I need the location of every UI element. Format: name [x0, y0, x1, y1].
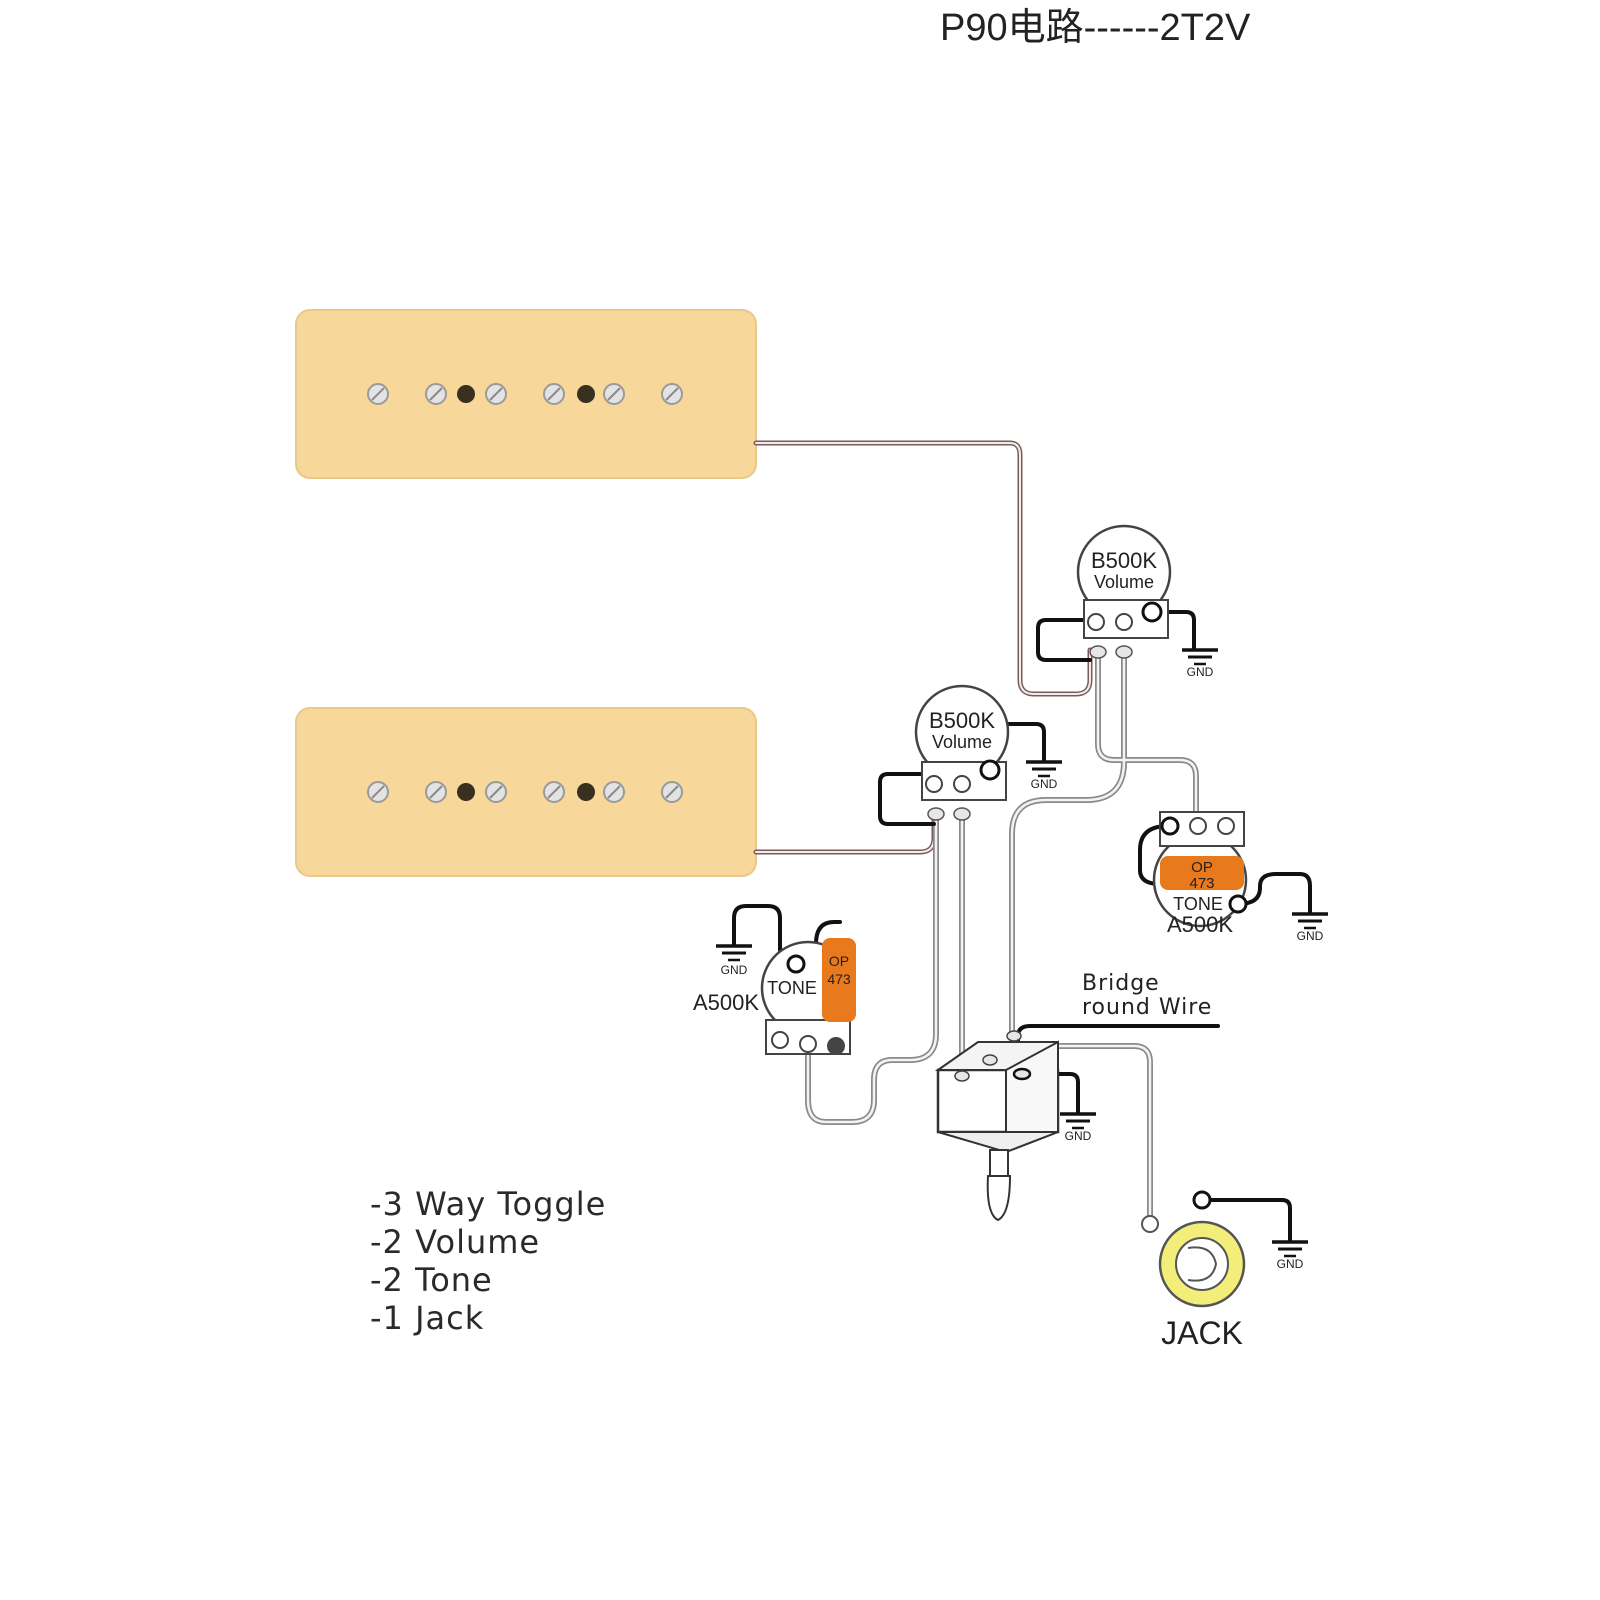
ground-symbol: GND: [1058, 1112, 1098, 1143]
pot-value: B500K: [1091, 548, 1157, 573]
pot-value: A500K: [693, 990, 759, 1015]
gnd-label: GND: [1031, 777, 1058, 791]
pot-value: A500K: [1167, 912, 1233, 937]
pot-name: TONE: [767, 978, 817, 998]
legend-item: -2 Tone: [370, 1261, 493, 1299]
switch-shaft: [989, 1149, 1009, 1177]
ground-symbol: GND: [1290, 912, 1330, 943]
gnd-label: GND: [1277, 1257, 1304, 1271]
pickup-neck-cover: [295, 309, 757, 479]
jack-label: JACK: [1161, 1315, 1243, 1351]
switch-tip: [986, 1175, 1012, 1222]
pole-screw-dark: [457, 783, 475, 801]
pot-name: TONE: [1173, 894, 1223, 914]
pot-name: Volume: [932, 732, 992, 752]
diagram-title: P90电路------2T2V: [940, 7, 1251, 49]
ground-symbol: GND: [714, 944, 754, 977]
pot-value: B500K: [929, 708, 995, 733]
capacitor-brand: OP: [829, 953, 849, 969]
ground-symbol: GND: [1024, 760, 1064, 791]
volume-pot-bridge[interactable]: B500K Volume: [914, 684, 1010, 821]
bridge-label-line1: Bridge: [1082, 971, 1160, 996]
gnd-label: GND: [721, 963, 748, 977]
pole-screw-dark: [577, 783, 595, 801]
legend-item: -2 Volume: [370, 1223, 541, 1261]
volume-pot-neck[interactable]: B500K Volume: [1076, 524, 1172, 659]
signal-wires: [732, 440, 1312, 1242]
capacitor: [822, 938, 856, 1022]
capacitor-brand: OP: [1191, 859, 1213, 876]
legend-item: -3 Way Toggle: [370, 1185, 607, 1223]
capacitor: [1160, 856, 1244, 890]
legend-item: -1 Jack: [370, 1299, 485, 1337]
capacitor-code: 473: [1189, 875, 1214, 892]
bridge-label-line2: round Wire: [1082, 995, 1212, 1020]
tone-pot-bridge[interactable]: OP 473 TONE A500K: [693, 938, 856, 1055]
ground-symbol: GND: [1270, 1240, 1310, 1271]
jack-socket: [1175, 1237, 1229, 1291]
pickup-neck: [295, 309, 757, 479]
pickup-bridge: [295, 707, 757, 877]
pole-screw-dark: [457, 385, 475, 403]
gnd-label: GND: [1187, 665, 1214, 679]
output-jack[interactable]: JACK: [1141, 1190, 1246, 1351]
capacitor-code: 473: [827, 971, 851, 987]
gnd-label: GND: [1065, 1129, 1092, 1143]
toggle-switch[interactable]: [934, 1030, 1060, 1222]
pickup-bridge-cover: [295, 707, 757, 877]
tone-pot-neck[interactable]: OP 473 TONE A500K: [1152, 811, 1248, 937]
parts-legend: -3 Way Toggle -2 Volume -2 Tone -1 Jack: [370, 1185, 606, 1337]
pot-name: Volume: [1094, 572, 1154, 592]
gnd-label: GND: [1297, 929, 1324, 943]
ground-symbol: GND: [1180, 648, 1220, 679]
pole-screw-dark: [577, 385, 595, 403]
